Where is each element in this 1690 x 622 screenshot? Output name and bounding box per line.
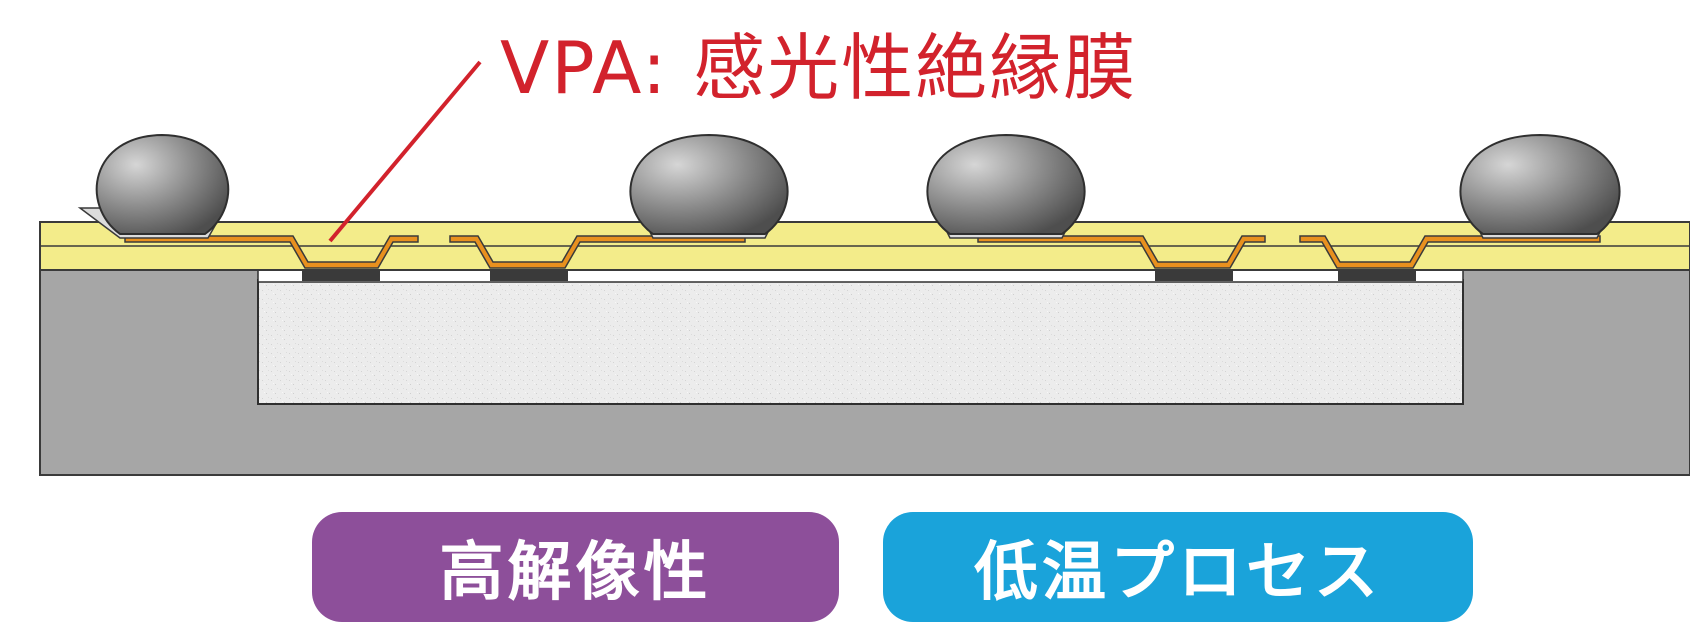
solder-bump <box>95 133 230 235</box>
chip-pad <box>490 270 568 281</box>
solder-bump <box>926 133 1086 235</box>
rewiring-trace <box>977 235 1266 269</box>
callout-label: VPA: 感光性絶縁膜 <box>500 26 1138 110</box>
badge-high-resolution: 高解像性 <box>312 512 839 622</box>
solder-bump <box>629 133 789 235</box>
solder-bump <box>1459 133 1621 235</box>
rewiring-trace <box>124 235 419 269</box>
chip-pad <box>302 270 380 281</box>
chip <box>257 279 1464 405</box>
callout-leader-line <box>328 60 482 243</box>
badge-low-temperature-process: 低温プロセス <box>883 512 1473 622</box>
chip-pad <box>1338 270 1416 281</box>
rewiring-trace <box>1299 235 1601 269</box>
chip-passivation <box>257 269 1464 283</box>
chip-pad <box>1155 270 1233 281</box>
